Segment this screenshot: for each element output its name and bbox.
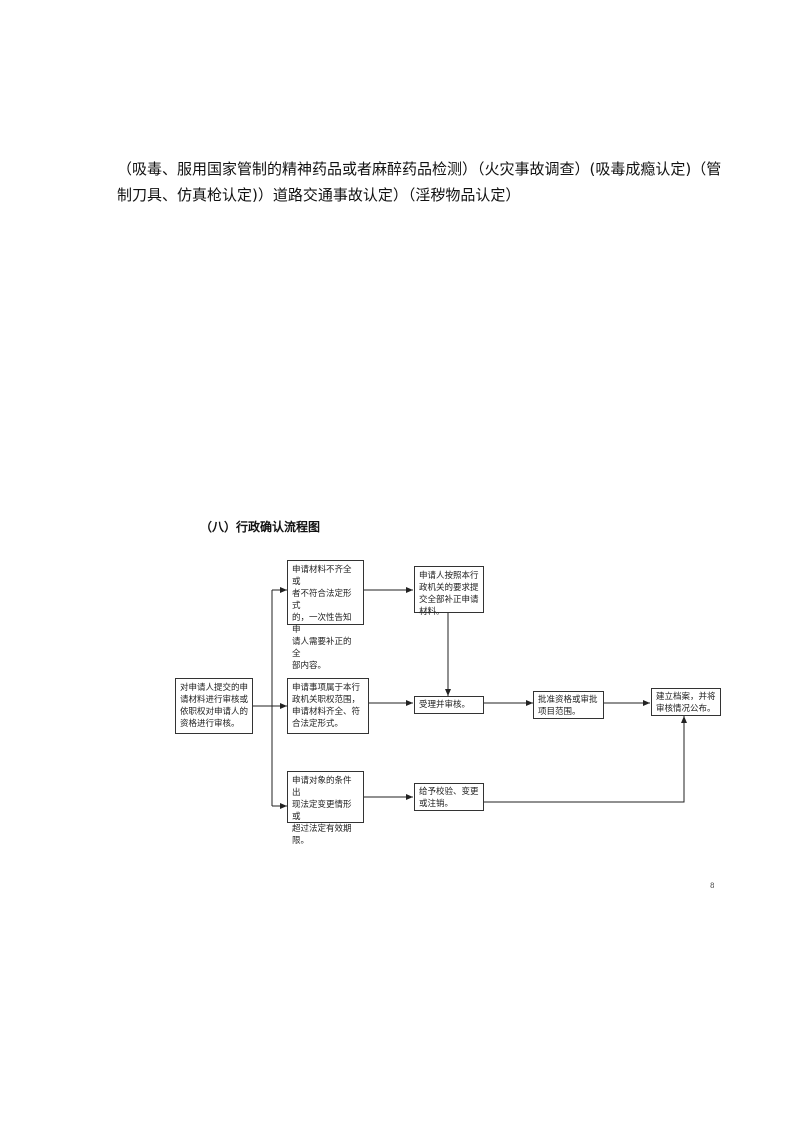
flow-box-accept: 受理并审核。 [414,696,484,714]
flow-box-archive: 建立档案，并将审核情况公布。 [651,688,721,716]
paragraph-line-1: （吸毒、服用国家管制的精神药品或者麻醉药品检测）（火灾事故调查）(吸毒成瘾认定)… [117,160,722,178]
arrow-verify-to-archive [483,716,687,803]
flow-box-approve: 批准资格或审批项目范围。 [533,691,604,719]
paragraph-line-2: 制刀具、仿真枪认定)）道路交通事故认定）（淫秽物品认定） [117,186,521,204]
flow-box-supplement: 申请人按照本行政机关的要求提 交全部补正申请材料。 [414,566,484,617]
body-paragraph: （吸毒、服用国家管制的精神药品或者麻醉药品检测）（火灾事故调查）(吸毒成瘾认定)… [117,156,722,208]
flow-box-incomplete: 申请材料不齐全或者不符合法定形式 的，一次性告知申请人需要补正的全 部内容。 [287,560,364,671]
flow-box-verify: 给予校验、变更或注销。 [414,783,484,811]
flow-box-change: 申请对象的条件出现法定变更情形或 超过法定有效期限。 [287,771,364,846]
flowchart-title: （八）行政确认流程图 [200,520,321,534]
flow-box-start: 对申请人提交的申请材料进行审核或 依职权对申请人的资格进行审核。 [175,678,253,734]
page-number: 8 [710,882,715,890]
flow-box-within-scope: 申请事项属于本行政机关职权范围， 申请材料齐全、符合法定形式。 [287,678,369,734]
